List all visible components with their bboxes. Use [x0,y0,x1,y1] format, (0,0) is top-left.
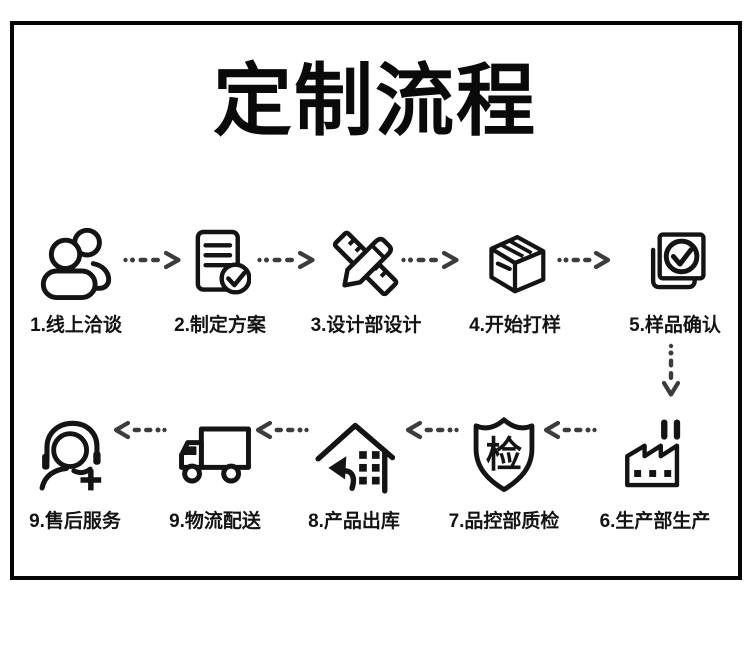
step-product-outbound: 8.产品出库 [279,412,429,533]
step-design: 3.设计部设计 [291,224,441,337]
sample-check-icon [640,224,710,302]
step-quality-check: 检 7.品控部质检 [429,412,579,533]
dashed-arrow-left-icon [404,420,460,440]
border-frame [10,21,742,580]
step-online-negotiation: 1.线上洽谈 [1,224,151,337]
step-logistics: 9.物流配送 [140,412,290,533]
step-label: 7.品控部质检 [448,511,560,532]
step-label: 9.售后服务 [29,511,121,532]
dashed-arrow-right-icon [256,250,318,270]
dashed-arrow-right-icon [556,250,612,270]
dashed-arrow-left-icon [542,420,598,440]
customer-service-icon [36,412,114,498]
users-icon [34,224,118,302]
step-sampling: 4.开始打样 [440,224,590,337]
step-label: 2.制定方案 [174,315,266,336]
step-label: 4.开始打样 [469,315,561,336]
dashed-arrow-down-icon [661,342,681,398]
shield-badge-text: 检 [486,434,522,475]
package-box-icon [471,224,559,302]
warehouse-out-icon [313,412,395,498]
step-make-plan: 2.制定方案 [145,224,295,337]
step-label: 5.样品确认 [629,315,721,336]
dashed-arrow-left-icon [112,420,168,440]
step-label: 3.设计部设计 [310,315,422,336]
page-title: 定制流程 [213,56,537,145]
step-sample-confirm: 5.样品确认 [600,224,750,337]
shield-check-icon: 检 [470,412,538,498]
dashed-arrow-right-icon [400,250,462,270]
step-production: 6.生产部生产 [580,412,730,533]
step-label: 8.产品出库 [308,511,400,532]
step-label: 9.物流配送 [169,511,261,532]
document-check-icon [189,224,251,302]
dashed-arrow-right-icon [122,250,184,270]
delivery-truck-icon [175,412,255,498]
step-label: 6.生产部生产 [599,511,711,532]
step-label: 1.线上洽谈 [30,315,122,336]
ruler-pencil-icon [326,224,406,302]
step-after-sales: 9.售后服务 [0,412,150,533]
factory-icon [618,412,692,498]
dashed-arrow-left-icon [254,420,310,440]
